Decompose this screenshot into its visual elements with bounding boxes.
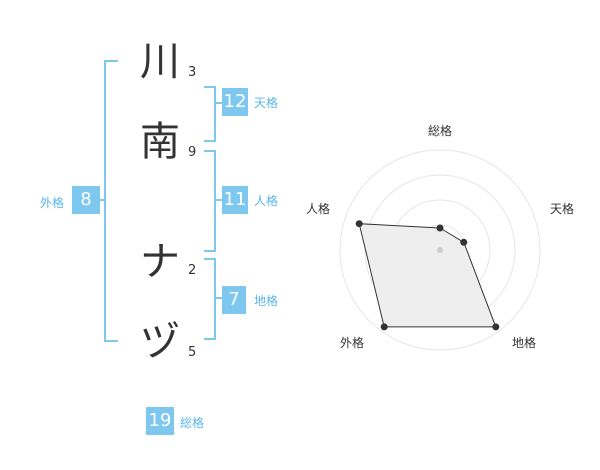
stroke-count-4: 5 <box>188 345 197 360</box>
jinkaku-label: 人格 <box>254 194 279 208</box>
radar-center-dot <box>437 247 443 253</box>
radar-ring-4 <box>339 149 541 351</box>
name-char-2: 南 <box>140 119 180 165</box>
stroke-count-3: 2 <box>188 263 197 278</box>
jinkaku-bracket <box>204 150 216 252</box>
jinkaku-badge: 11 <box>222 186 248 214</box>
name-char-3: ナ <box>140 239 180 285</box>
jinkaku-connector <box>216 199 222 201</box>
chikaku-connector <box>216 297 222 299</box>
chikaku-bracket <box>204 258 216 340</box>
gaikaku-badge: 8 <box>72 186 100 214</box>
stroke-count-1: 3 <box>188 65 197 80</box>
gaikaku-label: 外格 <box>40 196 65 210</box>
tenkaku-bracket <box>204 86 216 142</box>
chikaku-badge: 7 <box>222 286 246 314</box>
radar-point-3 <box>380 323 388 331</box>
radar-label-chikaku: 地格 <box>512 336 537 350</box>
tenkaku-label: 天格 <box>254 96 279 110</box>
radar-point-1 <box>460 238 468 246</box>
chikaku-label: 地格 <box>254 294 279 308</box>
tenkaku-badge: 12 <box>222 88 248 116</box>
soukaku-label: 総格 <box>180 416 205 430</box>
soukaku-badge: 19 <box>146 407 174 435</box>
radar-point-4 <box>355 220 363 228</box>
stroke-count-2: 9 <box>188 145 197 160</box>
name-char-4: ヅ <box>140 319 180 365</box>
radar-label-tenkaku: 天格 <box>550 202 575 216</box>
radar-point-0 <box>436 224 444 232</box>
radar-label-gaikaku: 外格 <box>340 336 365 350</box>
gaikaku-bracket <box>104 60 118 342</box>
radar-label-jinkaku: 人格 <box>306 202 331 216</box>
tenkaku-connector <box>216 102 222 104</box>
name-char-1: 川 <box>140 39 180 85</box>
radar-label-soukaku: 総格 <box>428 124 453 138</box>
gaikaku-connector <box>98 199 104 201</box>
radar-area <box>358 223 497 328</box>
radar-point-2 <box>492 323 500 331</box>
